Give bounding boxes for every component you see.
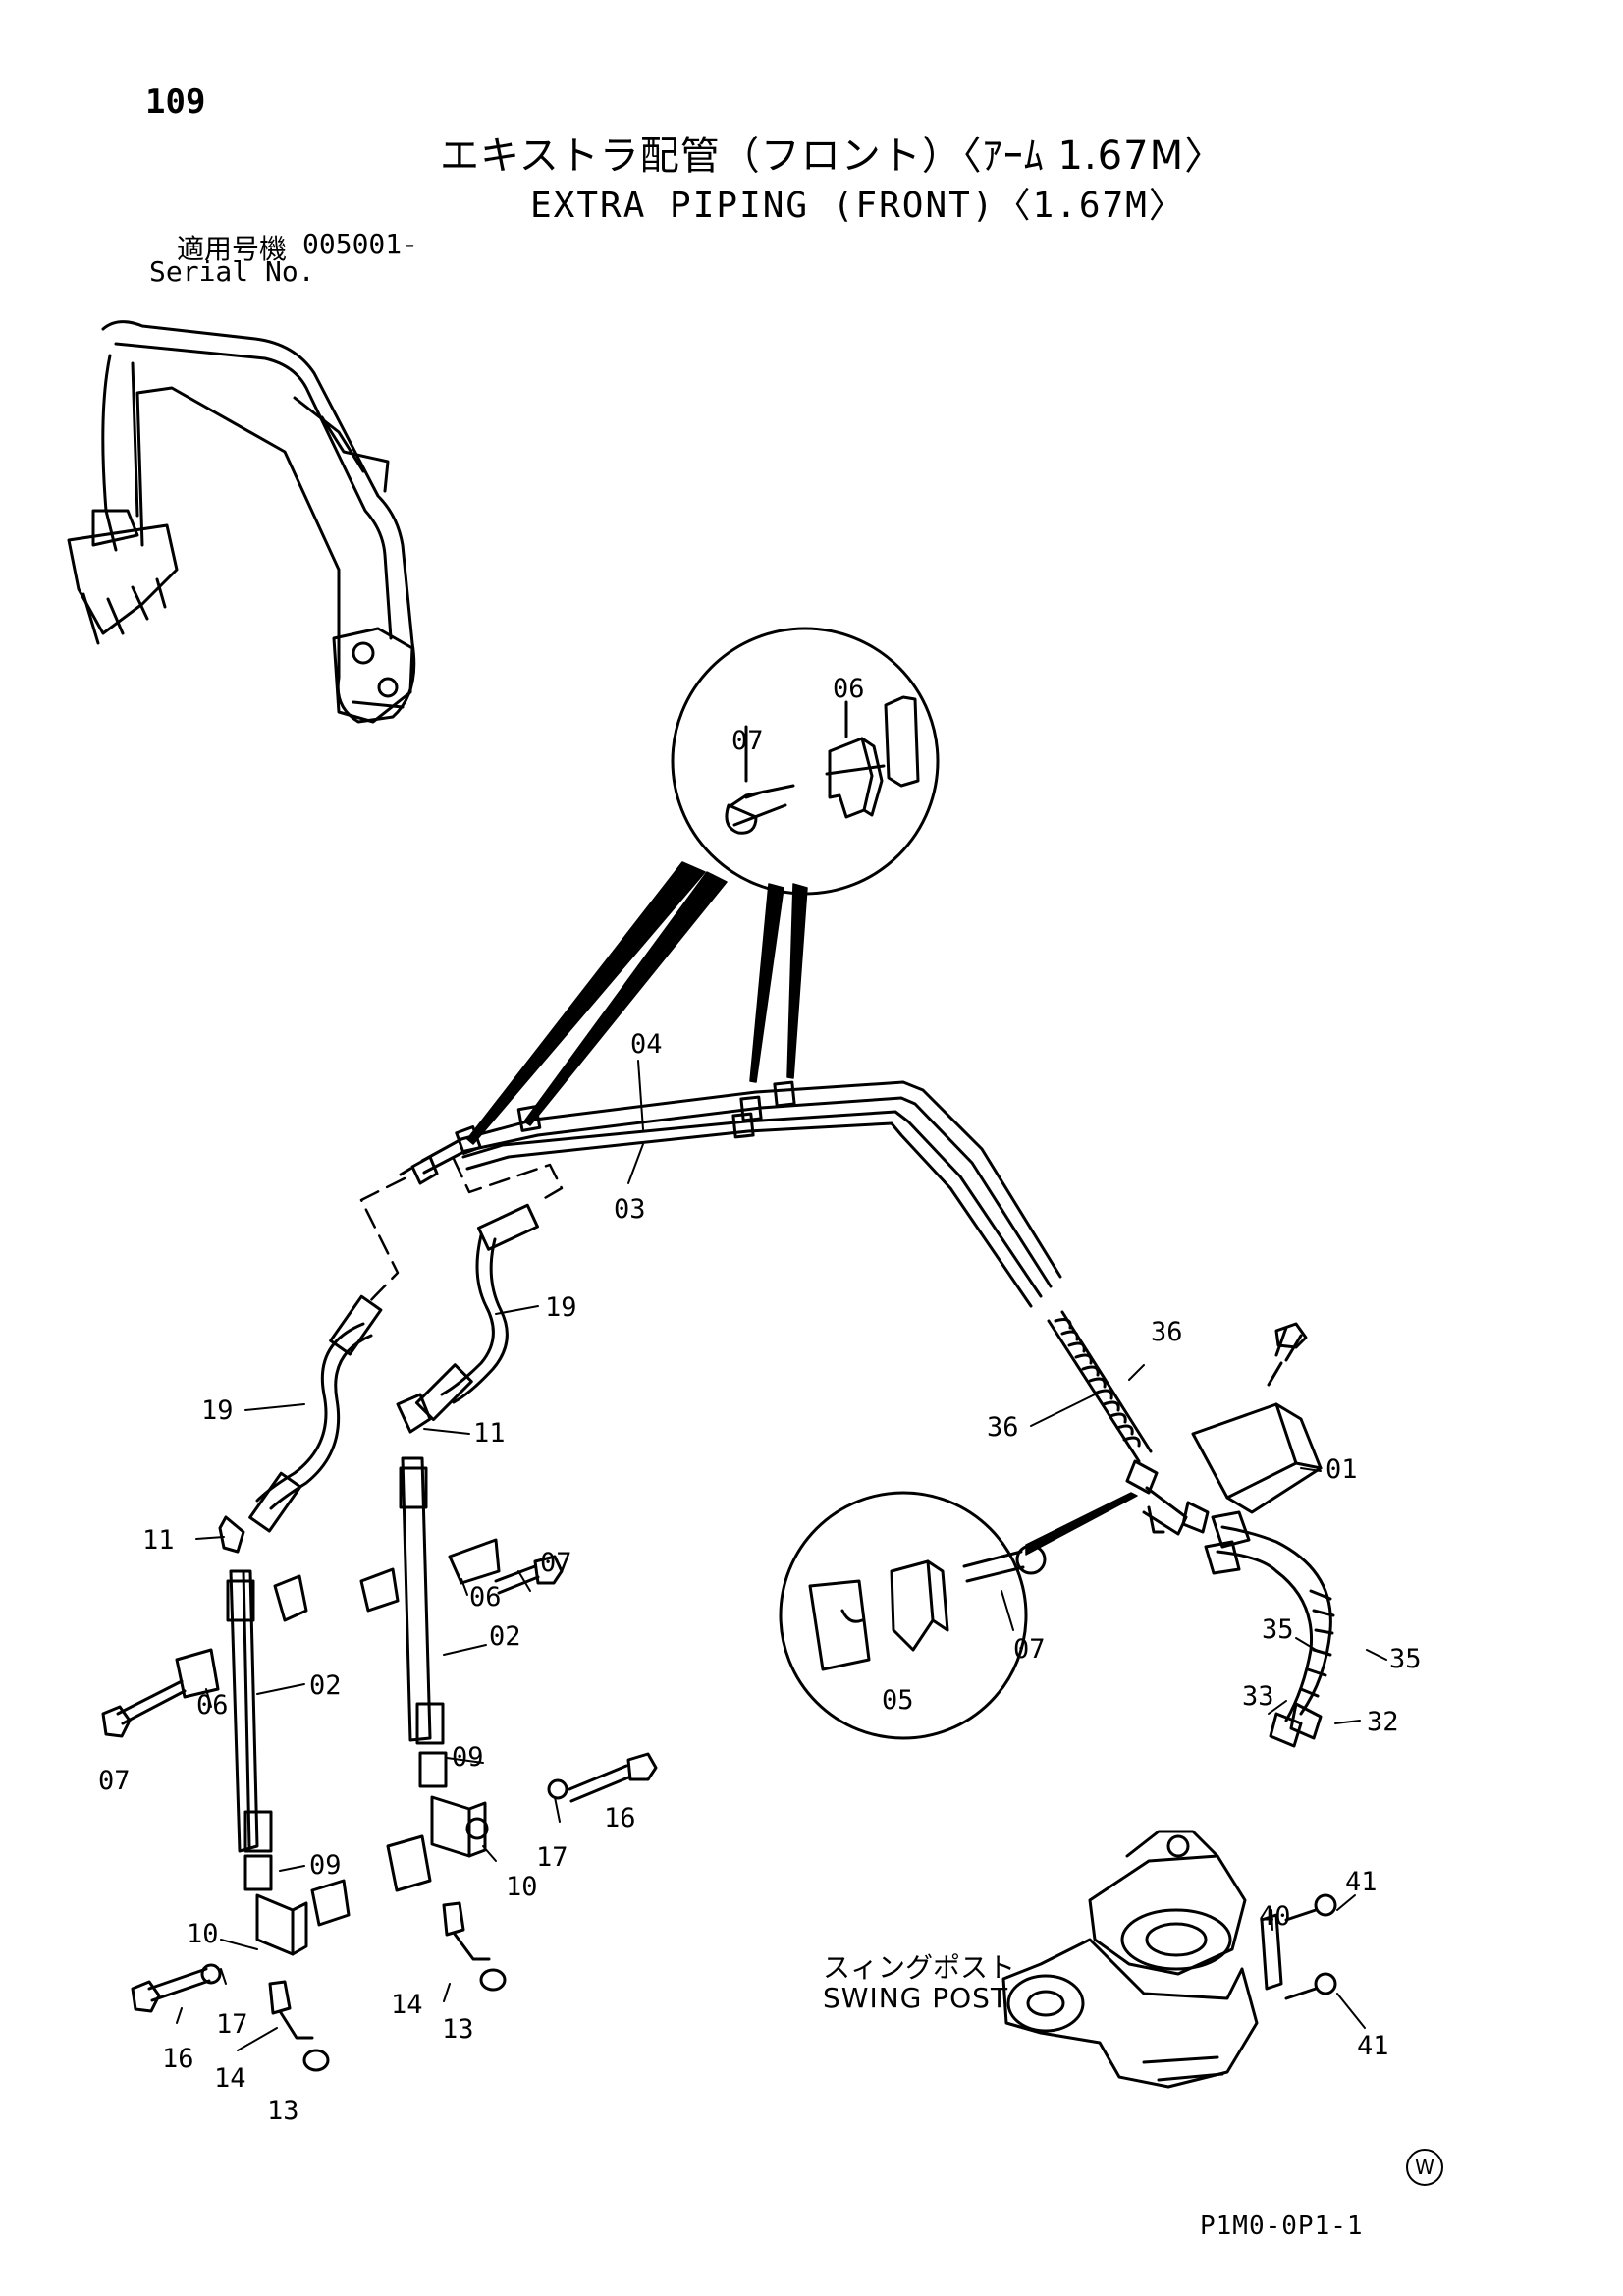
connection-dashes [359,1157,564,1308]
title-japanese: エキストラ配管（フロント）〈ｱｰﾑ 1.67M〉 [440,134,1225,179]
right-hose-19 [414,1203,539,1422]
hose-assembly-35 [1204,1510,1335,1748]
part-label-04: 04 [630,1029,663,1060]
part-label-09-left: 09 [309,1850,342,1881]
title-english: EXTRA PIPING (FRONT)〈1.67M〉 [530,186,1186,226]
part-label-07-mid: 07 [540,1548,572,1578]
lower-detail-wedge [1025,1492,1138,1556]
part-label-03: 03 [614,1194,646,1225]
clamp-detail-circle-bottom [779,1491,1047,1740]
part-label-11-left: 11 [142,1525,175,1556]
part-label-07-detail: 07 [731,726,764,756]
part-label-10-left: 10 [187,1919,219,1949]
swing-post-label-english: SWING POST [823,1982,1009,2014]
serial-label-english: Serial No. [149,255,315,288]
small-hardware [101,1538,658,2072]
excavator-overview-illustration [67,320,416,724]
left-pipe-02 [218,1515,308,1956]
left-hose-19 [248,1294,383,1533]
page-number: 109 [145,82,206,122]
circled-w-mark: W [1406,2149,1443,2186]
part-number-labels: 06 07 04 03 19 19 11 11 07 06 02 02 06 0… [98,674,1422,2126]
part-label-06-mid: 06 [469,1582,502,1613]
part-label-16-left: 16 [162,2044,194,2074]
part-label-14-mid: 14 [391,1990,423,2020]
label-leader-lines [176,1060,1387,2051]
bracket-01 [1191,1322,1323,1514]
part-label-36-left: 36 [987,1412,1019,1443]
part-label-07-left: 07 [98,1766,131,1796]
swing-post-label-japanese: スィングポスト [823,1951,1016,1984]
part-label-16-right: 16 [604,1803,636,1833]
part-label-09-mid: 09 [452,1742,484,1773]
part-label-35-right: 35 [1389,1644,1422,1674]
part-label-14-left: 14 [214,2063,246,2094]
part-label-17-right: 17 [536,1842,568,1873]
part-label-13-mid: 13 [442,2014,474,2045]
drawing-code: P1M0-0P1-1 [1200,2212,1364,2241]
mid-pipe-02 [396,1393,489,1858]
part-label-36-top: 36 [1151,1317,1183,1347]
part-label-07-circle: 07 [1013,1634,1046,1665]
part-label-01: 01 [1325,1454,1358,1485]
part-label-35-left: 35 [1262,1614,1294,1645]
part-label-13-left: 13 [267,2096,299,2126]
main-pipe-assembly [399,1080,1062,1308]
part-label-05-circle: 05 [882,1685,914,1716]
part-label-10-mid: 10 [506,1872,538,1902]
part-label-02-mid: 02 [489,1621,521,1652]
part-label-17-left: 17 [216,2009,248,2040]
detail-leader-wedges [466,861,808,1145]
part-label-40: 40 [1259,1901,1291,1932]
part-label-33: 33 [1242,1681,1274,1712]
swing-post-illustration [1001,1830,1337,2089]
part-label-19-right: 19 [545,1292,577,1323]
serial-label-japanese: 適用号機 [177,233,288,265]
clamp-detail-circle-top [671,627,940,896]
part-label-32: 32 [1367,1707,1399,1737]
part-label-11-right: 11 [473,1418,506,1449]
part-label-06-detail: 06 [833,674,865,704]
spring-guard-36 [1047,1310,1210,1536]
part-label-06-left: 06 [196,1690,229,1721]
serial-number-value: 005001- [302,228,419,260]
part-label-02-left: 02 [309,1670,342,1701]
part-label-41-top: 41 [1345,1867,1378,1897]
part-label-19-left: 19 [201,1395,234,1426]
part-label-41-bottom: 41 [1357,2031,1389,2061]
